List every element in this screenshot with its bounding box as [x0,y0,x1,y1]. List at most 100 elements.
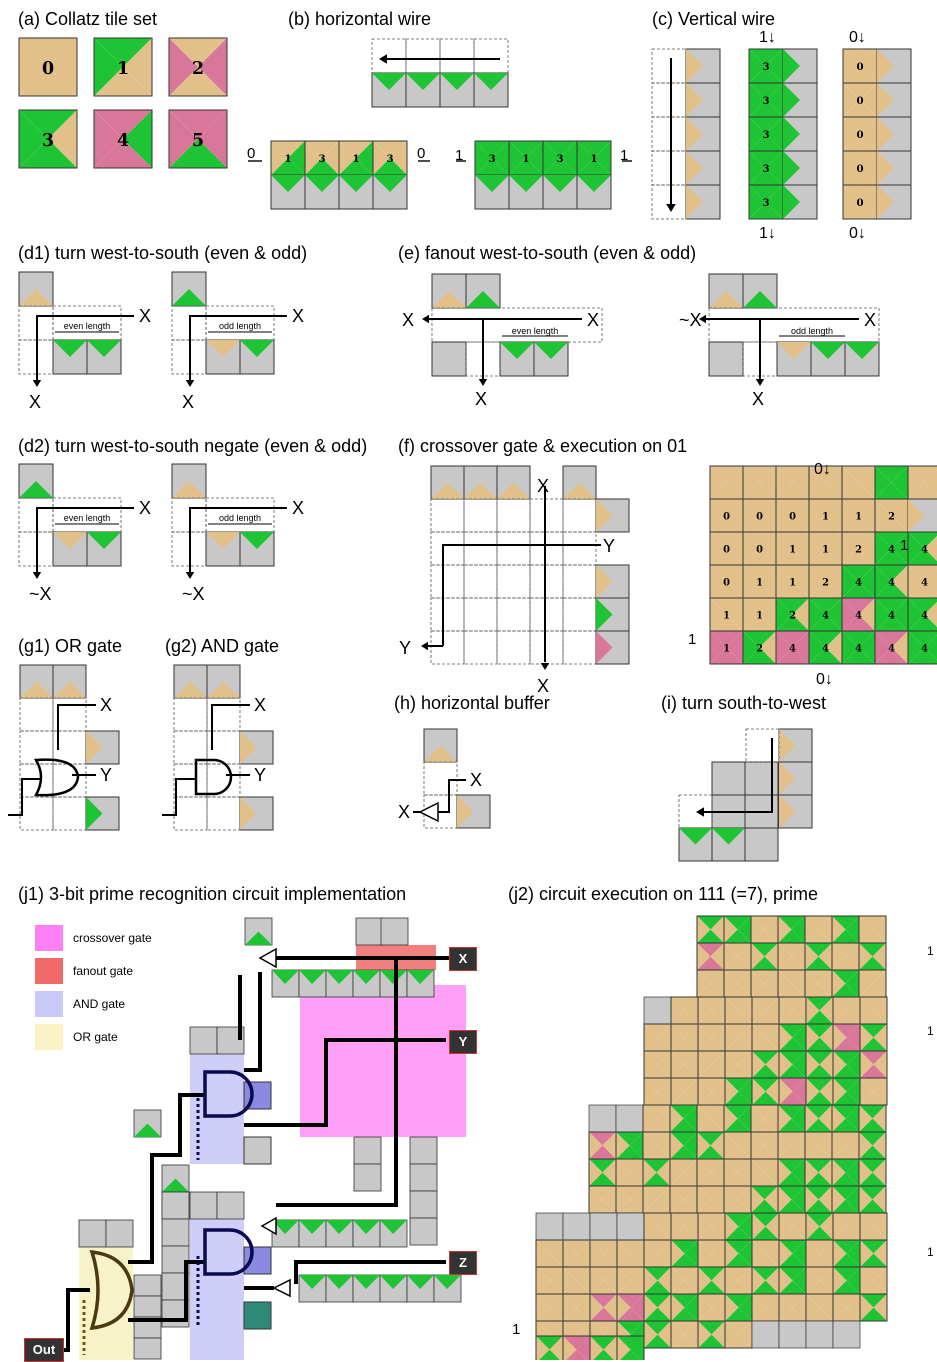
tile-value: 3 [386,153,393,165]
signal-x: X [254,695,266,715]
wire-arrowhead [541,663,549,670]
panel-d1-title: (d1) turn west-to-south (even & odd) [18,243,307,264]
execution-tile [536,1213,563,1240]
wire-tile: 3 [305,141,339,175]
tile-value: 0 [756,512,763,523]
signal-1: 1 [455,147,463,164]
wire-tile: 1 [509,141,543,175]
execution-tile [833,1024,860,1051]
buffer-symbol [262,1218,276,1234]
wire-tile: 0 [843,83,877,117]
wire-tile: 1 [577,141,611,175]
execution-tile: 4 [809,598,842,631]
signal-down: X [752,389,764,409]
execution-tile [751,943,778,970]
wire-tile: 3 [373,141,407,175]
tile-value: 0 [856,95,863,107]
execution-tile: 4 [908,631,937,664]
wire-arrowhead [33,380,41,387]
and-output-tile [244,1137,271,1164]
execution-tile [752,1078,779,1105]
wire-arrowhead [33,572,41,579]
crossover-cell [497,565,530,598]
signal-1: 1 [620,147,628,164]
execution-tile: 2 [776,598,809,631]
execution-tile: 0 [710,532,743,565]
execution-tile [698,1294,725,1321]
execution-tile [806,1294,833,1321]
signal-x: X [587,310,599,330]
tile-value: 4 [888,578,895,589]
execution-tile [778,916,805,943]
wire-tile [134,1296,161,1317]
execution-tile [724,1159,751,1186]
tile-value: 4 [921,611,928,622]
wire-tile [410,1137,437,1164]
crossover-cell [431,565,464,598]
execution-tile [698,1267,725,1294]
execution-tile [670,1105,697,1132]
wire-cell [406,39,440,73]
wire-tile [410,1218,437,1245]
execution-tile [778,970,805,997]
execution-tile [832,943,859,970]
signal-x-out: X [398,802,410,822]
execution-tile [752,1267,779,1294]
execution-tile [670,1186,697,1213]
tile-value: 0 [856,129,863,141]
wire-cell [652,185,686,219]
execution-tile: 2 [842,532,875,565]
execution-tile: 4 [875,631,908,664]
tile-value: 4 [822,611,829,622]
wire-cell [474,39,508,73]
execution-tile [778,1105,805,1132]
panel-j1-title: (j1) 3-bit prime recognition circuit imp… [18,884,406,905]
execution-tile [833,1294,860,1321]
tile-value: 4 [789,644,796,655]
execution-tile [860,1240,887,1267]
execution-tile [743,466,776,499]
signal-x: X [470,770,482,790]
execution-tile [536,1267,563,1294]
signal-left: ~X [679,310,702,330]
execution-tile [751,916,778,943]
tile-value: 1 [723,611,730,622]
legend-swatch [35,1024,63,1050]
tile-value: 0 [856,163,863,175]
panel-d2-title: (d2) turn west-to-south negate (even & o… [18,436,367,457]
wire-arrowhead [422,315,429,323]
legend-label: AND gate [73,997,125,1011]
execution-tile: 1 [842,499,875,532]
signal-1: 1 [688,631,696,648]
tile-value: 3 [318,153,325,165]
execution-tile [908,466,937,499]
panel-j2-title: (j2) circuit execution on 111 (=7), prim… [508,884,818,905]
execution-tile [833,1240,860,1267]
execution-tile [806,1321,833,1348]
wire-tile: 3 [749,83,783,117]
signal-1-down: 1↓ [759,29,776,46]
execution-tile [833,1213,860,1240]
execution-tile [805,970,832,997]
tile-value: 0 [856,61,863,73]
wire-arrowhead [379,54,387,64]
legend-swatch [35,991,63,1017]
tile-value: 2 [855,545,862,556]
tile-value: 3 [762,95,769,107]
wire-tile [354,1137,381,1164]
wire-x [244,972,260,1070]
wire-arrowhead [186,380,194,387]
signal-1: 1 [900,537,908,554]
execution-tile [644,1294,671,1321]
tile-value: 4 [855,611,862,622]
tile-value: 2 [822,578,829,589]
turn-tile [745,828,778,861]
tile-value: 4 [921,644,928,655]
tile-value: 1 [756,611,763,622]
wire-tile: 3 [475,141,509,175]
execution-tile [806,1240,833,1267]
length-label: odd length [219,321,261,331]
execution-tile [860,1024,887,1051]
crossover-cell [497,631,530,664]
tile-value: 1 [789,545,796,556]
